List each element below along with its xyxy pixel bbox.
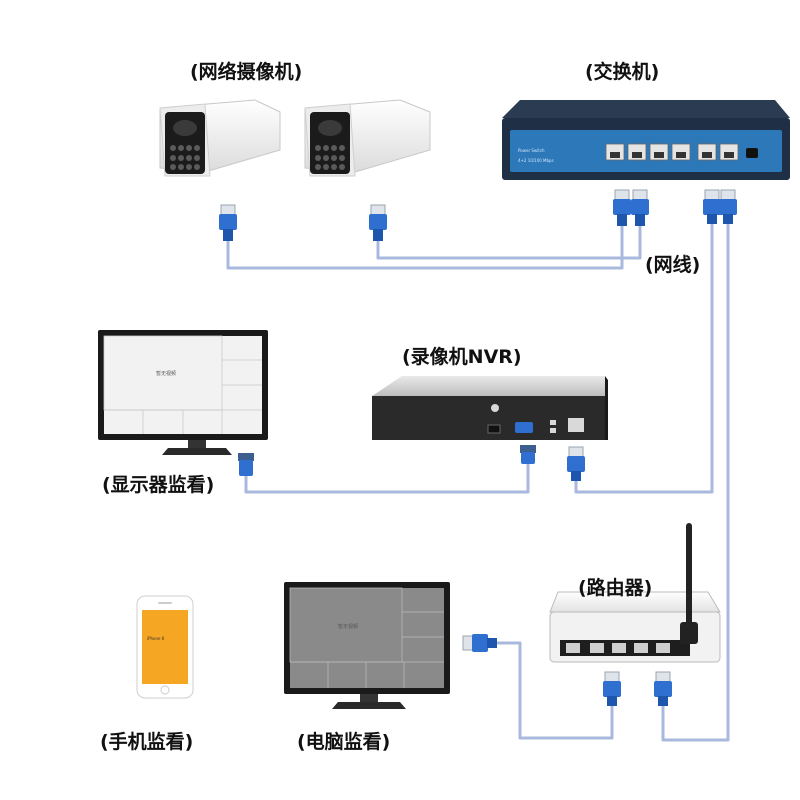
label-nvr: (录像机NVR) (402, 346, 522, 368)
switch-brand: Power Switch (518, 148, 545, 153)
label-monitor: (显示器监看) (102, 474, 215, 496)
ip-camera-2 (304, 99, 431, 177)
label-cameras: (网络摄像机) (190, 61, 303, 83)
rj45-connector-router-2 (654, 671, 672, 706)
rj45-connector-pc (462, 634, 497, 652)
rj45-connector-router-1 (603, 671, 621, 706)
nvr-recorder (372, 376, 608, 440)
monitor-tile-label: 暂无视频 (156, 370, 176, 377)
cable-pc-to-router (495, 641, 614, 740)
cable-camera-2 (376, 225, 642, 260)
label-pc: (电脑监看) (297, 731, 391, 753)
label-switch: (交换机) (585, 61, 660, 83)
phone-screen-text: iPhone 6 (147, 636, 165, 641)
vga-connector-monitor (238, 453, 254, 476)
cable-monitor-to-nvr (244, 462, 530, 494)
cable-switch-to-router (661, 222, 730, 742)
rj45-connector-nvr (567, 446, 585, 481)
label-phone: (手机监看) (100, 731, 194, 753)
cable-camera-1 (226, 225, 624, 270)
pc-monitor: 暂无视频 (284, 582, 450, 709)
ip-camera-1 (159, 99, 281, 177)
cable-switch-to-nvr (574, 222, 714, 494)
cables (226, 222, 730, 742)
switch-spec: 4+2 10/100 Mbps (518, 158, 554, 163)
rj45-connector-cam2 (369, 204, 387, 241)
monitor: 暂无视频 (98, 330, 268, 455)
wifi-router (549, 523, 721, 663)
rj45-connector-cam1 (219, 204, 237, 241)
rj45-connector-switch-1 (613, 189, 631, 226)
rj45-connector-switch-2 (631, 189, 649, 226)
label-router: (路由器) (578, 577, 653, 599)
rj45-connector-switch-4 (719, 189, 737, 224)
vga-connector-nvr (520, 445, 536, 464)
pc-tile-label: 暂无视频 (338, 623, 358, 630)
smartphone: iPhone 6 (136, 595, 194, 699)
rj45-connector-switch-3 (703, 189, 721, 224)
network-switch: Power Switch 4+2 10/100 Mbps (502, 100, 790, 180)
label-cable: (网线) (645, 254, 701, 276)
